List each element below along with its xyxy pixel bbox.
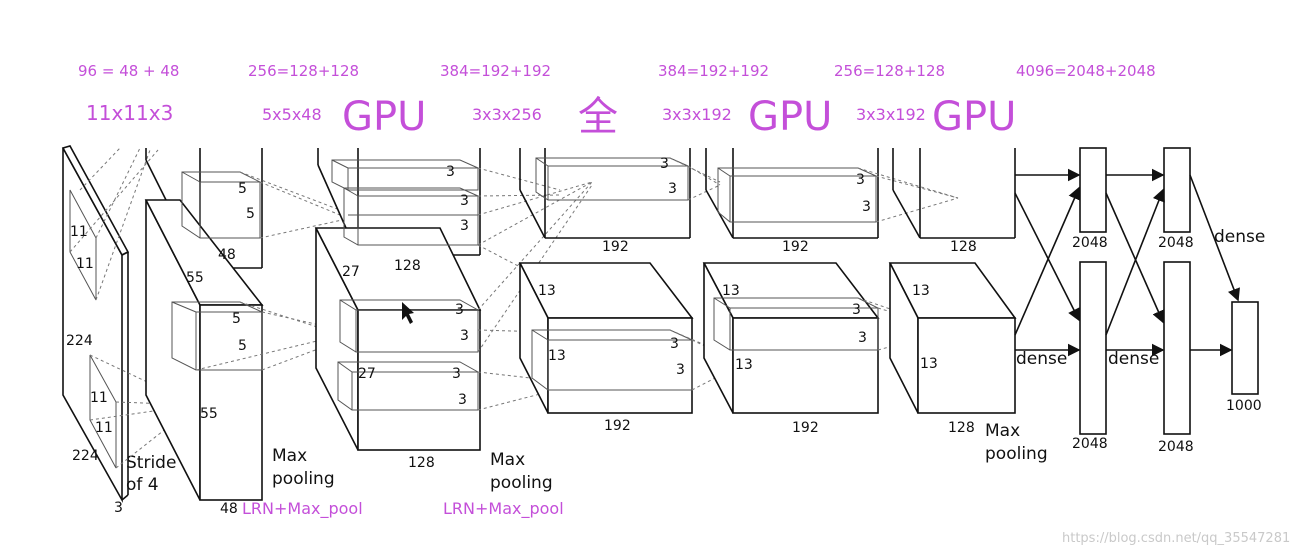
maxpool1-label: pooling: [272, 469, 335, 489]
conv5-size-label: 13: [920, 356, 938, 372]
conv1-depth-label: 48: [220, 501, 238, 517]
conv4-size-label: 13: [722, 283, 740, 299]
channels-annotation-3: 384=192+192: [440, 62, 551, 80]
stride-label: Stride: [126, 453, 176, 473]
conv3-depth-label: 192: [602, 239, 629, 255]
gpu-annotation-2: GPU: [748, 94, 832, 140]
conv4-kernel-label: 3: [862, 199, 871, 215]
conv1-size-label: 55: [186, 270, 204, 286]
conv4-kernel-label: 3: [858, 330, 867, 346]
conv4-volume: [702, 148, 880, 414]
conv3-kernel-label: 3: [670, 336, 679, 352]
conv1-kernel-label: 5: [238, 338, 247, 354]
conv2-kernel-label: 3: [455, 302, 464, 318]
dense-layers: [1014, 147, 1259, 435]
conv5-volume: [888, 148, 1017, 414]
channels-annotation-6: 4096=2048+2048: [1016, 62, 1156, 80]
maxpool3-label: pooling: [985, 444, 1048, 464]
conv2-volume: [314, 148, 482, 451]
conv4-depth-label: 192: [782, 239, 809, 255]
fc7-size-label: 2048: [1158, 439, 1194, 455]
conv2-kernel-label: 3: [458, 392, 467, 408]
conv2-size-label: 27: [358, 366, 376, 382]
dense-label: dense: [1016, 349, 1067, 369]
full-annotation: 全: [578, 94, 618, 140]
output-size-label: 1000: [1226, 398, 1262, 414]
conv4-depth-label: 192: [792, 420, 819, 436]
mouse-cursor-icon: [402, 302, 414, 324]
input-kernel-label: 11: [70, 224, 88, 240]
kernel-annotation-5: 3x3x192: [856, 105, 926, 124]
conv2-kernel-label: 3: [460, 218, 469, 234]
kernel-annotation-1: 11x11x3: [86, 101, 173, 125]
conv3-size-label: 13: [538, 283, 556, 299]
conv3-depth-label: 192: [604, 418, 631, 434]
conv1-size-label: 55: [200, 406, 218, 422]
conv5-depth-label: 128: [948, 420, 975, 436]
gpu-annotation-1: GPU: [342, 94, 426, 140]
channels-annotation-2: 256=128+128: [248, 62, 359, 80]
conv4-kernel-label: 3: [856, 172, 865, 188]
maxpool1-label: Max: [272, 446, 307, 466]
conv2-kernel-label: 3: [460, 193, 469, 209]
kernel-annotation-4: 3x3x192: [662, 105, 732, 124]
conv2-kernel-label: 3: [446, 164, 455, 180]
channels-annotation-5: 256=128+128: [834, 62, 945, 80]
dense-label: dense: [1214, 227, 1265, 247]
conv1-kernel-label: 5: [246, 206, 255, 222]
dense-label: dense: [1108, 349, 1159, 369]
fc6-size-label: 2048: [1072, 235, 1108, 251]
watermark: https://blog.csdn.net/qq_35547281: [1062, 531, 1290, 546]
stride-label: of 4: [126, 475, 159, 495]
maxpool2-label: Max: [490, 450, 525, 470]
input-kernel-label: 11: [90, 390, 108, 406]
conv2-kernel-label: 3: [452, 366, 461, 382]
conv3-size-label: 13: [548, 348, 566, 364]
gpu-annotation-3: GPU: [932, 94, 1016, 140]
conv5-depth-label: 128: [950, 239, 977, 255]
conv2-kernel-label: 3: [460, 328, 469, 344]
conv1-kernel-label: 5: [232, 311, 241, 327]
conv2-size-label: 27: [342, 264, 360, 280]
channels-annotation-4: 384=192+192: [658, 62, 769, 80]
conv5-size-label: 13: [912, 283, 930, 299]
channels-annotation-1: 96 = 48 + 48: [78, 62, 179, 80]
conv3-volume: [518, 148, 694, 414]
conv1-depth-label: 48: [218, 247, 236, 263]
conv3-kernel-label: 3: [660, 156, 669, 172]
fc7-size-label: 2048: [1158, 235, 1194, 251]
conv2-depth-label: 128: [394, 258, 421, 274]
conv4-kernel-label: 3: [852, 302, 861, 318]
conv4-size-label: 13: [735, 357, 753, 373]
lrn-maxpool-annotation-1: LRN+Max_pool: [242, 499, 363, 519]
input-kernel-label: 11: [95, 420, 113, 436]
fc6-size-label: 2048: [1072, 436, 1108, 452]
maxpool3-label: Max: [985, 421, 1020, 441]
input-kernel-label: 11: [76, 256, 94, 272]
conv3-kernel-label: 3: [676, 362, 685, 378]
conv2-depth-label: 128: [408, 455, 435, 471]
lrn-maxpool-annotation-2: LRN+Max_pool: [443, 499, 564, 519]
conv3-kernel-label: 3: [668, 181, 677, 197]
conv1-volume: [144, 148, 264, 501]
input-volume: [61, 145, 130, 504]
kernel-annotation-3: 3x3x256: [472, 105, 542, 124]
input-depth-label: 3: [114, 500, 123, 516]
conv1-kernel-label: 5: [238, 181, 247, 197]
input-size-label: 224: [66, 333, 93, 349]
input-size-label: 224: [72, 448, 99, 464]
kernel-annotation-2: 5x5x48: [262, 105, 322, 124]
maxpool2-label: pooling: [490, 473, 553, 493]
